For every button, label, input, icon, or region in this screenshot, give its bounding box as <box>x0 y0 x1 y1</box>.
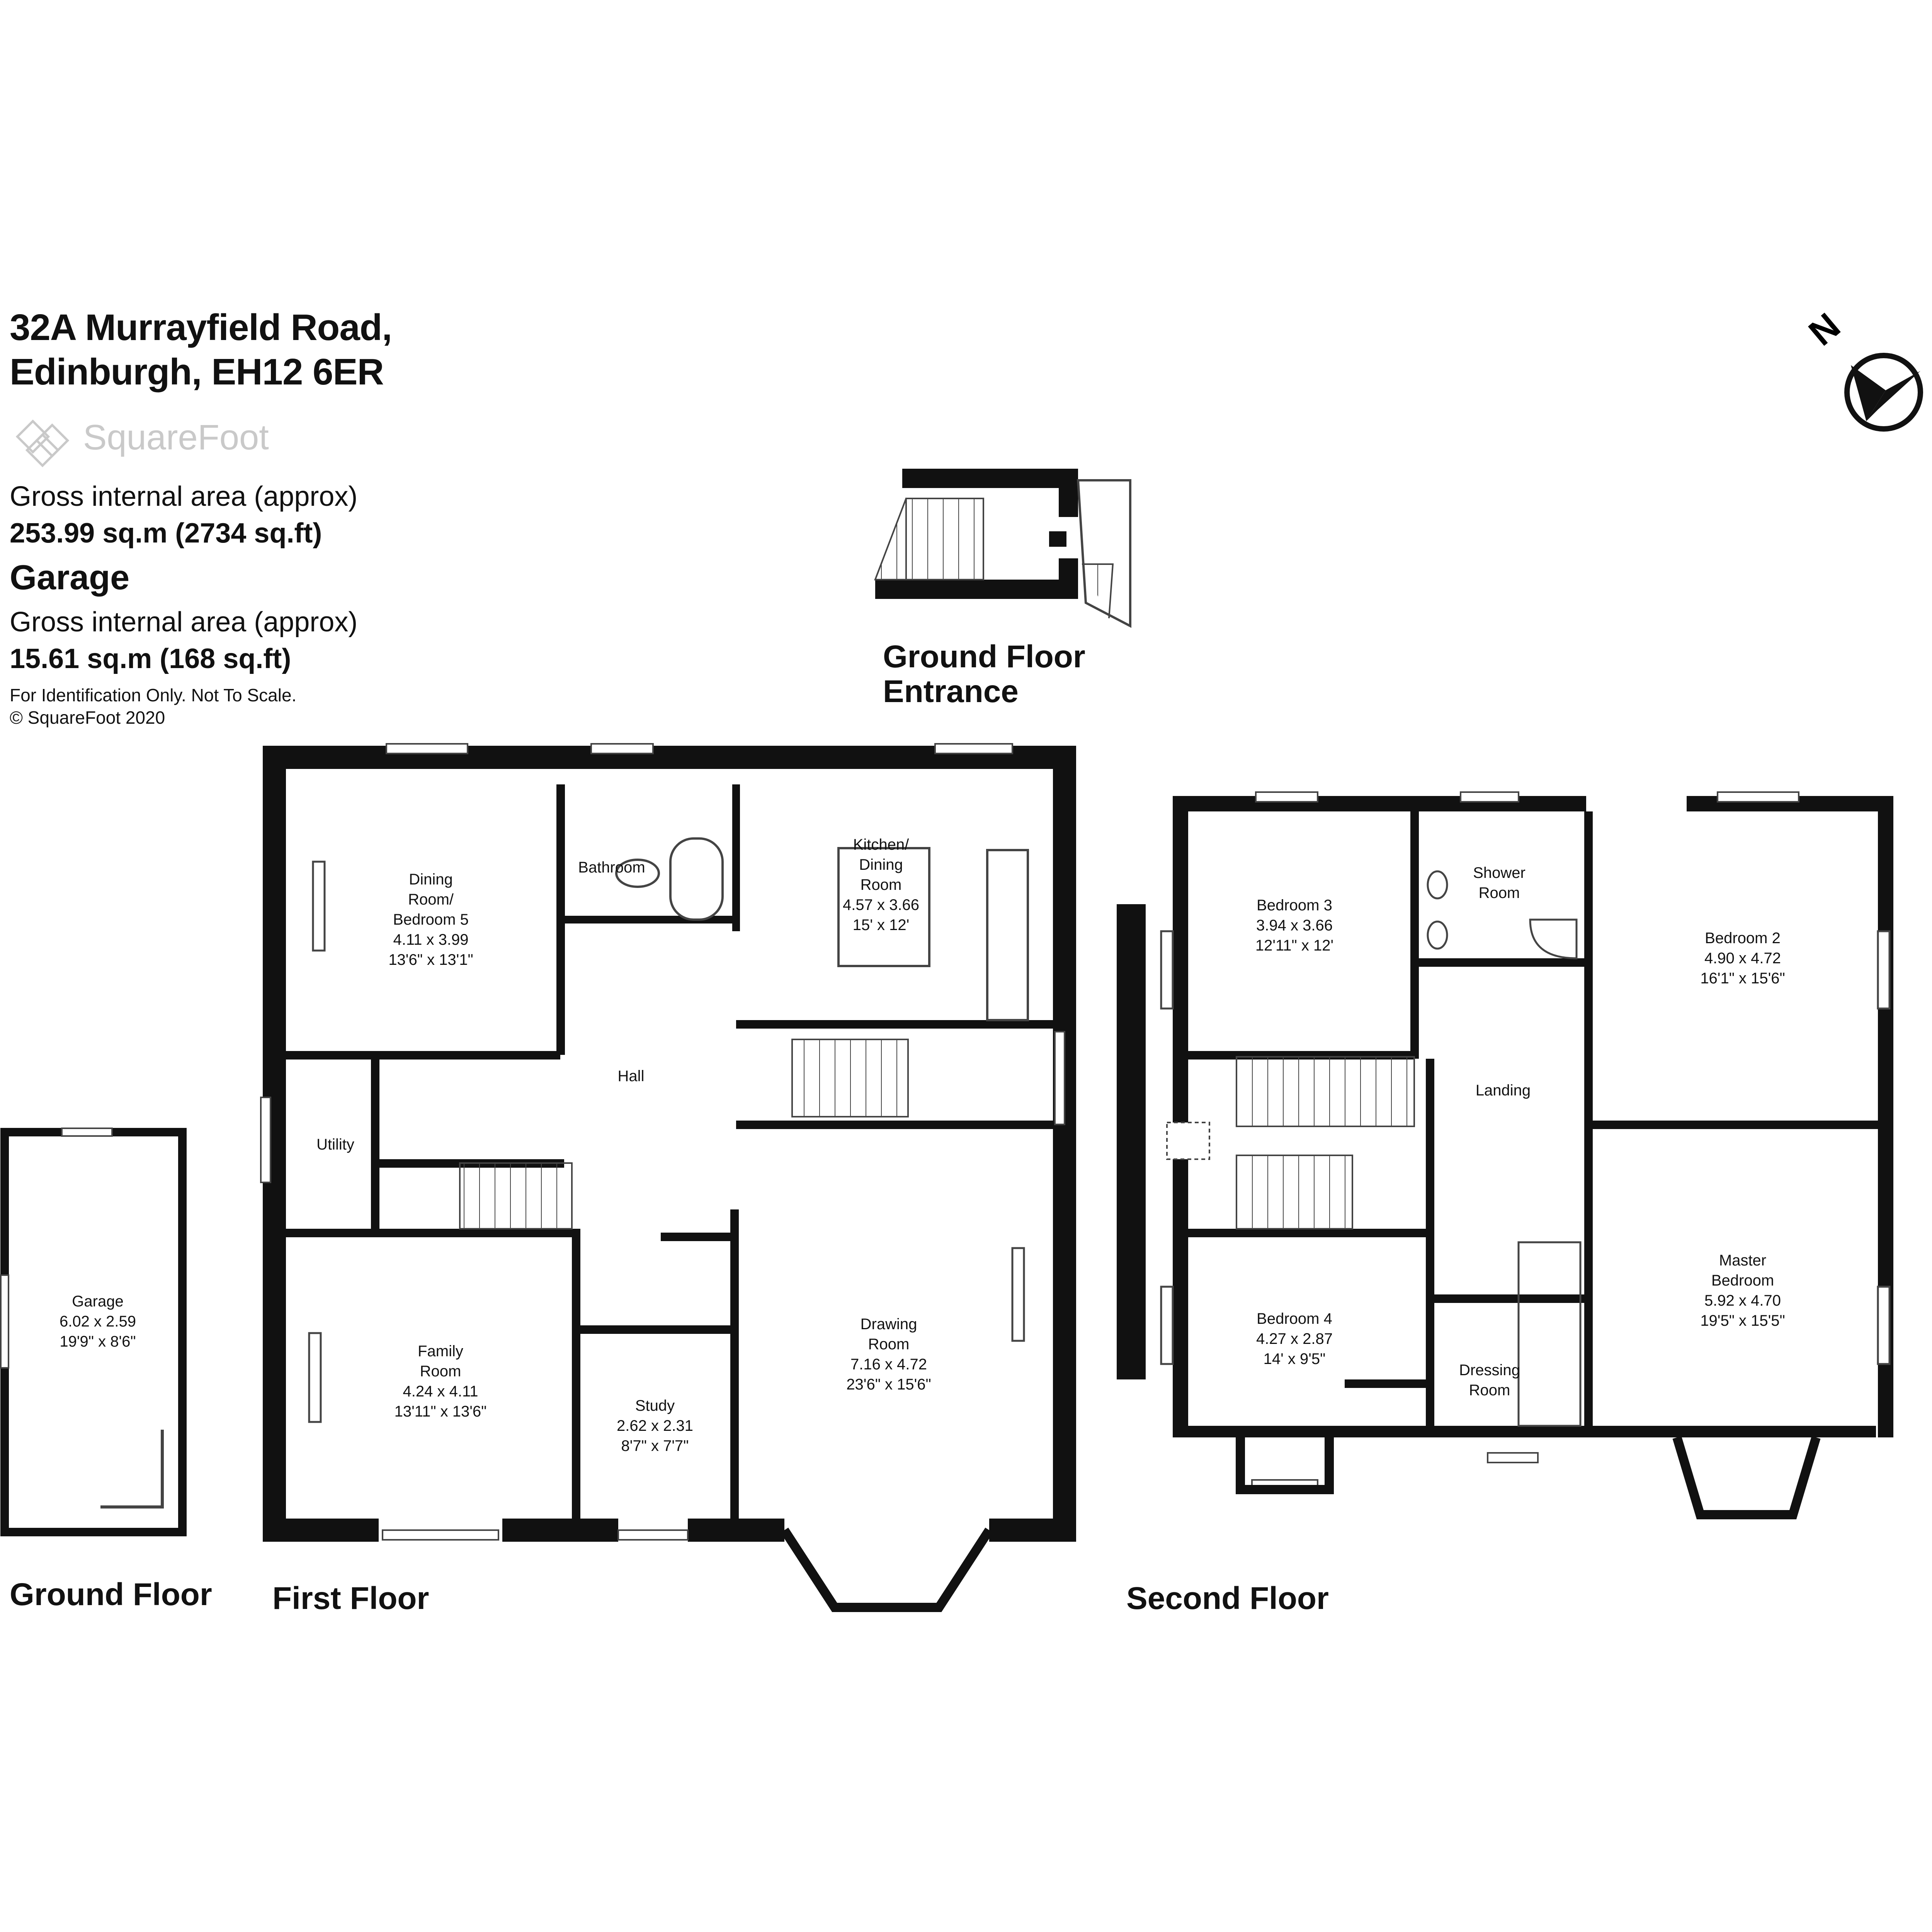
address-title: 32A Murrayfield Road, Edinburgh, EH12 6E… <box>10 305 392 394</box>
gross-area-value: 253.99 sq.m (2734 sq.ft) <box>10 518 322 549</box>
room-label-utility: Utility <box>316 1134 354 1155</box>
garage-area-label: Gross internal area (approx) <box>10 607 358 638</box>
room-dims-imperial: 12'11" x 12' <box>1255 937 1334 954</box>
room-label-bedroom-2: Bedroom 2 4.90 x 4.72 16'1" x 15'6" <box>1700 928 1785 988</box>
room-label-dining-room: Dining Room/ Bedroom 5 4.11 x 3.99 13'6"… <box>388 869 473 970</box>
second-floor-plan <box>1117 791 1893 1519</box>
room-name: Kitchen/ Dining Room <box>853 836 909 893</box>
room-dims-imperial: 16'1" x 15'6" <box>1700 970 1785 987</box>
room-name: Dressing Room <box>1459 1362 1520 1399</box>
room-label-bedroom-4: Bedroom 4 4.27 x 2.87 14' x 9'5" <box>1256 1309 1333 1369</box>
address-line-2: Edinburgh, EH12 6ER <box>10 351 384 393</box>
entrance-label-line-2: Entrance <box>883 674 1019 709</box>
room-label-bathroom: Bathroom <box>578 857 645 878</box>
room-label-landing: Landing <box>1476 1080 1531 1100</box>
room-name: Garage <box>72 1293 124 1310</box>
room-label-garage: Garage 6.02 x 2.59 19'9" x 8'6" <box>60 1291 136 1352</box>
garage-plan <box>0 1128 187 1536</box>
gross-area-label: Gross internal area (approx) <box>10 481 358 512</box>
room-dims-imperial: 19'5" x 15'5" <box>1700 1312 1785 1329</box>
room-label-hall: Hall <box>618 1066 645 1086</box>
room-name: Drawing Room <box>860 1316 917 1353</box>
room-name: Shower Room <box>1473 864 1526 901</box>
garage-heading: Garage <box>10 558 130 597</box>
room-name: Bedroom 4 <box>1257 1310 1332 1327</box>
room-dims-metric: 2.62 x 2.31 <box>617 1417 693 1434</box>
room-label-bedroom-3: Bedroom 3 3.94 x 3.66 12'11" x 12' <box>1255 895 1333 956</box>
room-dims-imperial: 19'9" x 8'6" <box>60 1333 136 1350</box>
room-dims-metric: 4.24 x 4.11 <box>403 1383 478 1400</box>
room-dims-imperial: 15' x 12' <box>852 917 910 934</box>
entrance-plan <box>874 469 1131 628</box>
room-label-master-bedroom: Master Bedroom 5.92 x 4.70 19'5" x 15'5" <box>1700 1250 1785 1331</box>
room-name: Hall <box>617 1068 645 1085</box>
room-name: Bedroom 3 <box>1257 897 1332 914</box>
room-label-drawing-room: Drawing Room 7.16 x 4.72 23'6" x 15'6" <box>846 1314 931 1395</box>
first-floor-plan <box>260 743 1076 1612</box>
address-line-1: 32A Murrayfield Road, <box>10 307 392 348</box>
room-dims-metric: 4.57 x 3.66 <box>843 896 919 913</box>
room-name: Bathroom <box>578 859 645 876</box>
entrance-label: Ground Floor Entrance <box>883 639 1085 709</box>
room-name: Master Bedroom <box>1711 1252 1774 1289</box>
room-label-study: Study 2.62 x 2.31 8'7" x 7'7" <box>617 1396 693 1456</box>
ground-floor-label: Ground Floor <box>10 1577 212 1612</box>
room-name: Study <box>635 1397 675 1414</box>
room-name: Family Room <box>418 1343 463 1380</box>
room-dims-imperial: 13'11" x 13'6" <box>394 1403 487 1420</box>
copyright: © SquareFoot 2020 <box>10 707 165 728</box>
room-label-dressing-room: Dressing Room <box>1459 1360 1520 1400</box>
compass-north-label: N <box>1801 305 1848 354</box>
room-name: Utility <box>316 1136 354 1153</box>
room-label-family-room: Family Room 4.24 x 4.11 13'11" x 13'6" <box>395 1341 487 1422</box>
compass-icon <box>1844 353 1923 432</box>
room-label-kitchen: Kitchen/ Dining Room 4.57 x 3.66 15' x 1… <box>843 835 919 935</box>
room-label-shower-room: Shower Room <box>1473 863 1526 903</box>
room-dims-metric: 3.94 x 3.66 <box>1256 917 1333 934</box>
room-dims-imperial: 23'6" x 15'6" <box>846 1376 931 1393</box>
squarefoot-logo-text: SquareFoot <box>83 418 269 457</box>
room-dims-metric: 5.92 x 4.70 <box>1704 1292 1781 1309</box>
disclaimer: For Identification Only. Not To Scale. <box>10 685 297 705</box>
squarefoot-logo-icon <box>15 419 70 468</box>
room-name: Bedroom 2 <box>1705 930 1781 947</box>
room-dims-metric: 4.27 x 2.87 <box>1256 1330 1333 1347</box>
room-dims-imperial: 8'7" x 7'7" <box>621 1437 689 1454</box>
first-floor-label: First Floor <box>272 1581 429 1616</box>
room-dims-metric: 4.11 x 3.99 <box>393 931 469 948</box>
room-name: Landing <box>1475 1082 1531 1099</box>
room-dims-metric: 6.02 x 2.59 <box>60 1313 136 1330</box>
room-dims-metric: 4.90 x 4.72 <box>1704 950 1781 967</box>
room-dims-imperial: 13'6" x 13'1" <box>388 951 473 968</box>
room-name: Dining Room/ Bedroom 5 <box>393 871 469 928</box>
entrance-label-line-1: Ground Floor <box>883 639 1085 674</box>
second-floor-label: Second Floor <box>1126 1581 1329 1616</box>
room-dims-imperial: 14' x 9'5" <box>1263 1350 1326 1367</box>
room-dims-metric: 7.16 x 4.72 <box>850 1356 927 1373</box>
garage-area-value: 15.61 sq.m (168 sq.ft) <box>10 643 291 674</box>
